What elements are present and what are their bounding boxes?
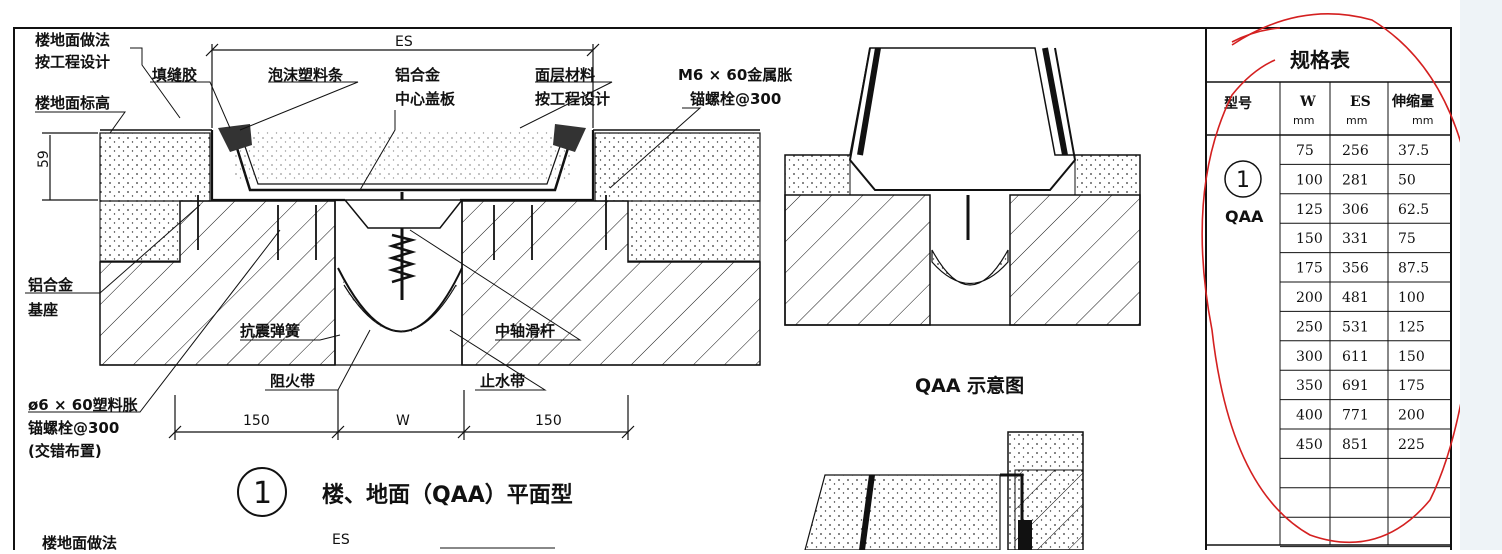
schematic-title: QAA 示意图 [915,374,1024,397]
label-surface-1: 面层材料 [535,66,595,84]
label-plastic-anchor-2: 锚螺栓@300 [28,419,119,437]
cell-w: 75 [1296,143,1314,159]
cell-exp: 225 [1398,437,1425,453]
label-base-2: 基座 [27,301,58,319]
label-sealant: 填缝胶 [152,66,197,84]
cell-exp: 37.5 [1398,143,1429,159]
header-model: 型号 [1224,95,1252,112]
detail-number: 1 [253,476,272,511]
label-anchor-m6-1: M6 × 60金属胀 [678,66,792,84]
cell-exp: 62.5 [1398,202,1429,218]
header-w: W [1299,94,1316,110]
cell-exp: 50 [1398,172,1416,188]
cell-w: 450 [1296,437,1323,453]
header-exp-unit: mm [1412,114,1433,127]
label-bottom-floor-method: 楼地面做法 [42,534,117,550]
cell-w: 200 [1296,290,1323,306]
dim-59-label: 59 [36,150,52,168]
cell-w: 125 [1296,202,1323,218]
label-base-1: 铝合金 [28,276,74,294]
label-surface-2: 按工程设计 [535,90,610,108]
dim-w: W [396,413,410,429]
cell-w: 100 [1296,172,1323,188]
cell-es: 356 [1342,261,1369,277]
label-fire-belt: 阻火带 [270,372,315,390]
cell-exp: 125 [1398,319,1425,335]
model-name: QAA [1225,207,1264,226]
cell-exp: 75 [1398,231,1416,247]
header-w-unit: mm [1293,114,1314,127]
label-al-alloy-1: 铝合金 [395,66,441,84]
base-right [460,130,595,202]
base-left [210,130,345,202]
bottom-es-label: ES [332,532,350,548]
cell-es: 331 [1342,231,1369,247]
bottom-dimension [168,390,635,440]
sealant-left [218,124,252,152]
cell-w: 400 [1296,408,1323,424]
cell-exp: 150 [1398,349,1425,365]
dim-150-left: 150 [243,413,270,429]
label-anchor-m6-2: 锚螺栓@300 [690,90,781,108]
label-rod: 中轴滑杆 [495,322,555,340]
model-number-circle [1224,160,1262,198]
main-section-drawing [99,124,761,366]
cell-es: 771 [1342,408,1369,424]
header-es: ES [1350,94,1371,110]
cell-es: 531 [1342,319,1369,335]
cell-w: 150 [1296,231,1323,247]
cell-es: 851 [1342,437,1369,453]
label-floor-method-2: 按工程设计 [35,53,110,71]
cell-exp: 200 [1398,408,1425,424]
right-sidebar [1460,0,1502,550]
label-foam-strip: 泡沫塑料条 [268,66,344,84]
drawing-canvas: ES 59 150 W 150 楼地面做法 按工程设计 [13,13,1501,554]
label-plastic-anchor-3: (交错布置) [28,442,102,460]
seismic-spring [387,233,417,284]
cell-es: 691 [1342,378,1369,394]
cell-exp: 87.5 [1398,261,1429,277]
label-floor-method-1: 楼地面做法 [35,31,110,49]
dim-150-right: 150 [535,413,562,429]
cell-exp: 175 [1398,378,1425,394]
cell-w: 250 [1296,319,1323,335]
cell-es: 256 [1342,143,1369,159]
header-exp: 伸缩量 [1391,93,1434,110]
leader-lines [25,47,702,413]
header-es-unit: mm [1346,114,1367,127]
screed-left [99,132,211,202]
label-spring: 抗震弹簧 [240,322,300,340]
cell-es: 611 [1342,349,1369,365]
spec-table-title: 规格表 [1290,48,1351,72]
label-water-stop: 止水带 [480,372,525,390]
model-number: 1 [1236,168,1250,193]
water-stop [337,267,463,333]
screed-right [594,132,761,202]
qaa-schematic [784,47,1141,326]
cell-w: 300 [1296,349,1323,365]
es-top-label: ES [395,34,413,50]
sealant-right [553,124,586,152]
detail-number-circle [237,467,287,517]
label-al-alloy-2: 中心盖板 [395,90,456,108]
spec-table-grid: 75 256 37.5 100 281 50 125 306 62.5 150 331 75 175 35… [1280,143,1451,548]
cell-exp: 100 [1398,290,1425,306]
cell-w: 350 [1296,378,1323,394]
label-floor-level: 楼地面标高 [35,94,110,112]
lower-schematic [804,431,1084,551]
cell-es: 306 [1342,202,1369,218]
cell-es: 281 [1342,172,1369,188]
red-annotation-loop [1201,13,1479,544]
detail-title: 楼、地面（QAA）平面型 [322,483,573,508]
es-dimension [205,43,600,128]
label-plastic-anchor-1: ø6 × 60塑料胀 [28,396,138,414]
fire-belt [340,275,460,334]
cell-w: 175 [1296,261,1323,277]
cell-es: 481 [1342,290,1369,306]
